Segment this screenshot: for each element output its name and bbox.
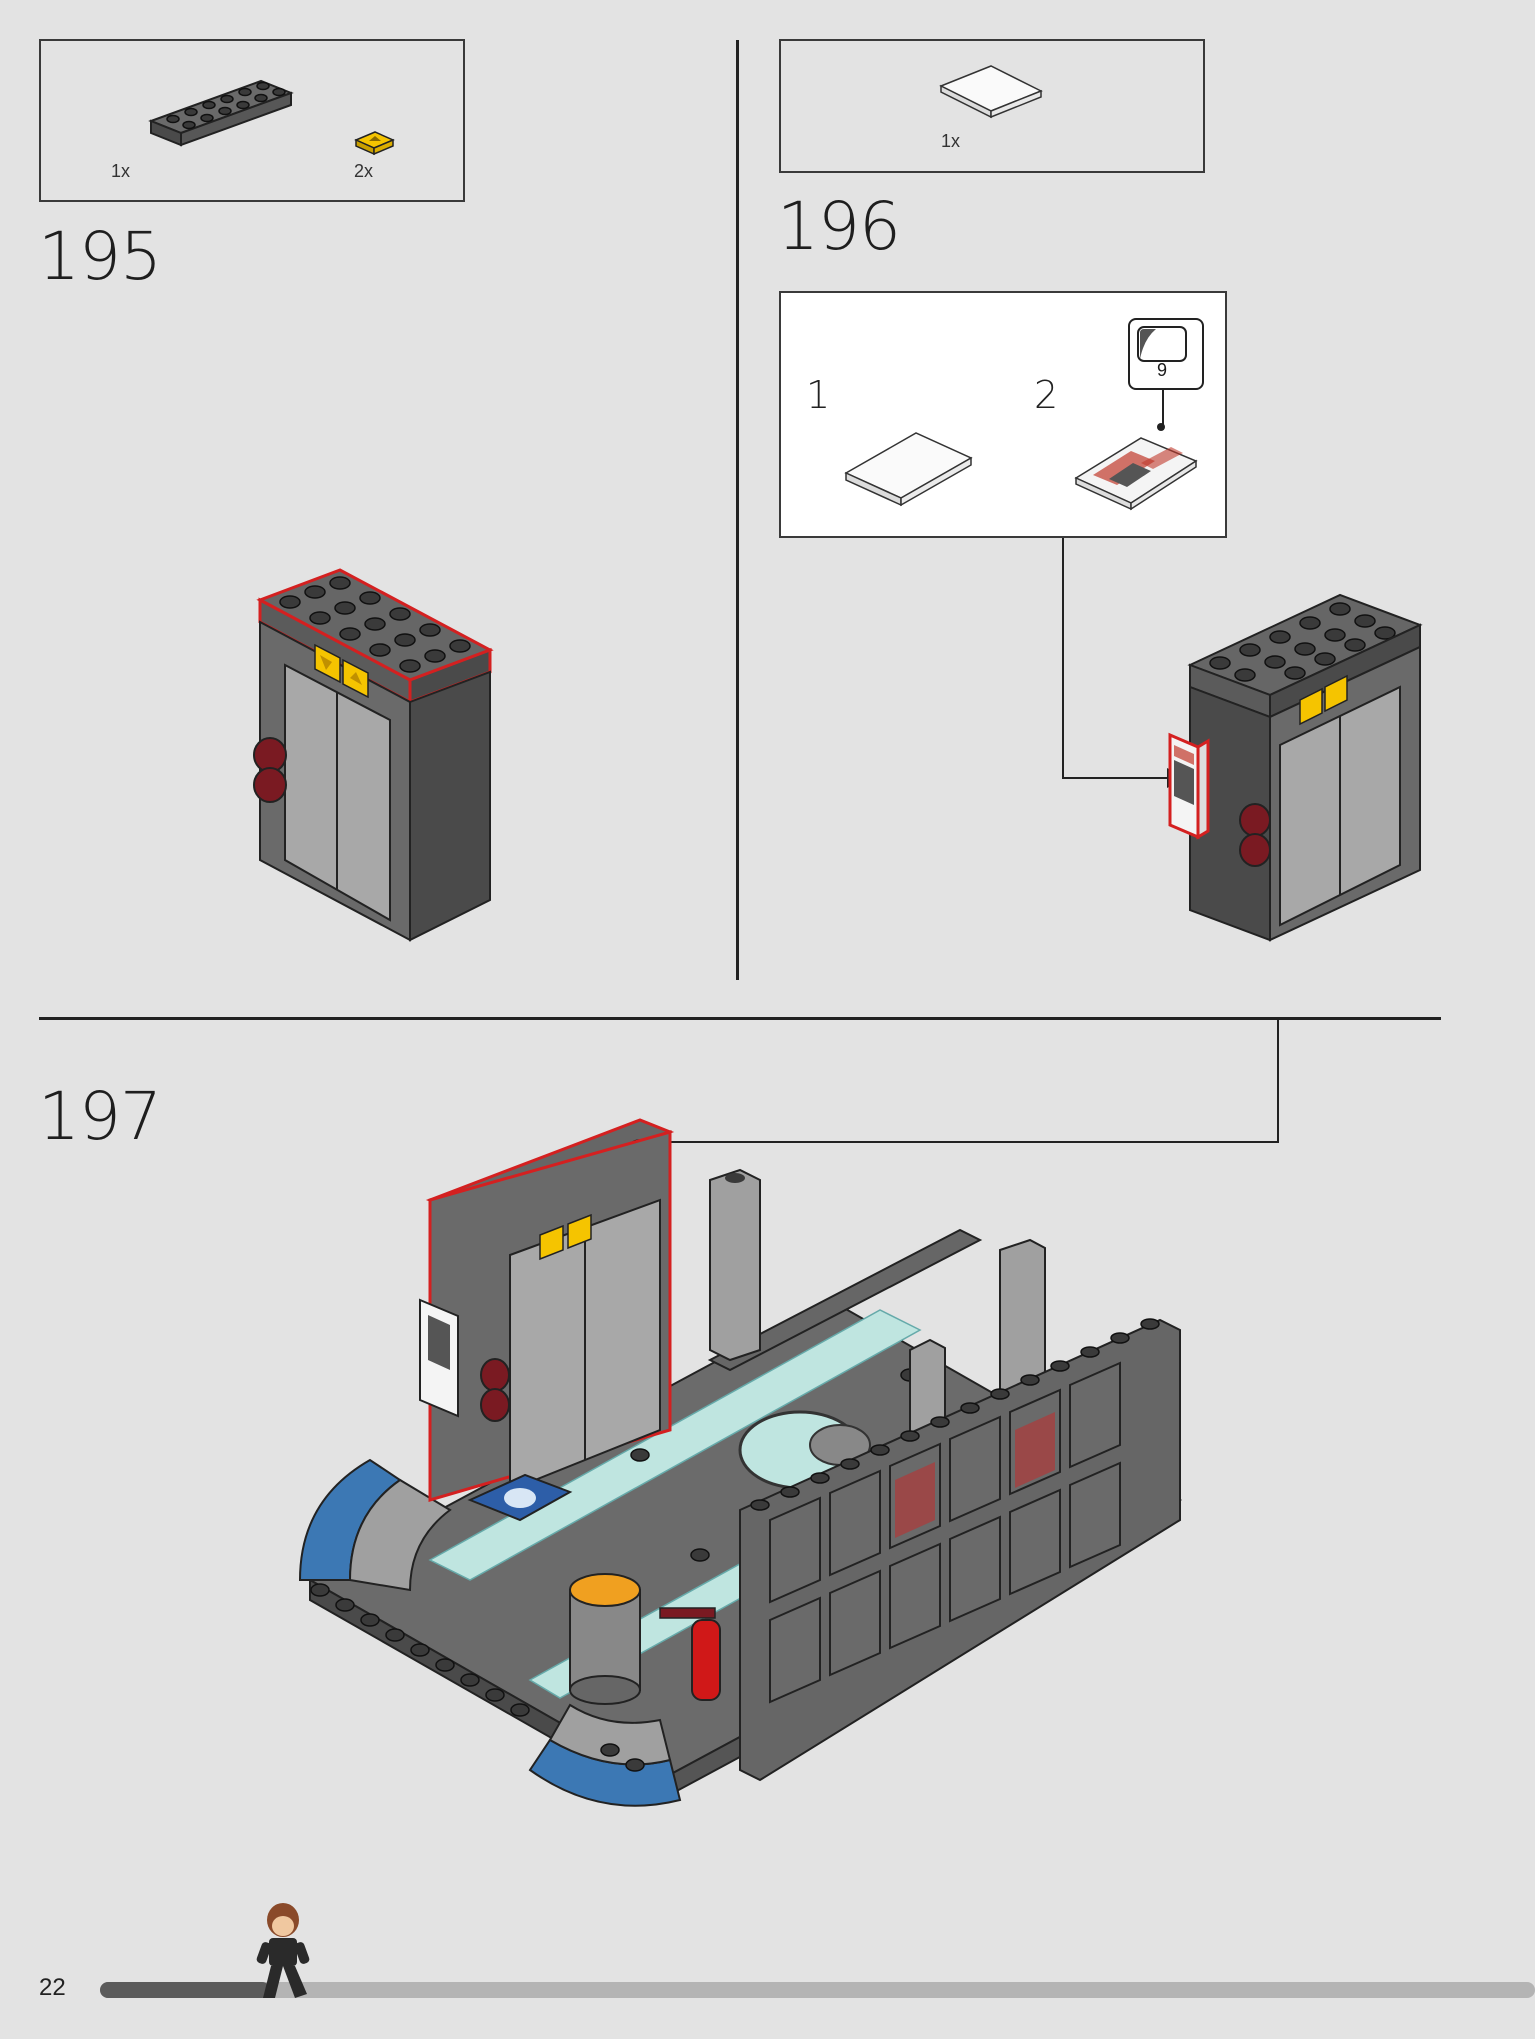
step-number-196: 196 [777, 188, 901, 265]
elevator-frame-model-196 [1168, 593, 1423, 942]
page-number: 22 [39, 1974, 66, 2001]
sticker-leader-dot [1157, 423, 1165, 431]
parts-callout-195: 1x 2x [39, 39, 465, 202]
substep-number-1: 1 [806, 373, 831, 417]
white-tile-part [939, 65, 1043, 119]
substep-number-2: 2 [1034, 373, 1059, 417]
part-qty: 2x [354, 161, 374, 181]
column-divider [736, 40, 739, 980]
white-tile-substep [844, 432, 973, 507]
parts-callout-196: 1x [779, 39, 1205, 173]
substep-callout-196: 1 2 9 [779, 291, 1227, 538]
newspaper-tile-substep [1074, 437, 1198, 511]
elevator-frame-model-195 [253, 568, 494, 942]
part-qty: 1x [111, 161, 131, 181]
progress-bar-fill [100, 1982, 270, 1998]
page-curl-icon [1137, 326, 1187, 362]
yellow-arrow-tile-part [354, 131, 395, 156]
step-number-195: 195 [38, 218, 162, 295]
sticker-number: 9 [1157, 360, 1168, 380]
row-divider [39, 1017, 1441, 1020]
minifigure-progress-icon [256, 1903, 310, 1998]
progress-bar-track [100, 1982, 1535, 1998]
sticker-sheet-icon: 9 [1128, 318, 1204, 390]
step-number-197: 197 [38, 1078, 162, 1155]
sticker-leader-line [1162, 388, 1164, 428]
lab-scene-model-197 [298, 1118, 1183, 1807]
plate-2x6-part [148, 79, 294, 147]
part-qty: 1x [941, 131, 961, 151]
placement-arrow-196 [1062, 538, 1185, 788]
